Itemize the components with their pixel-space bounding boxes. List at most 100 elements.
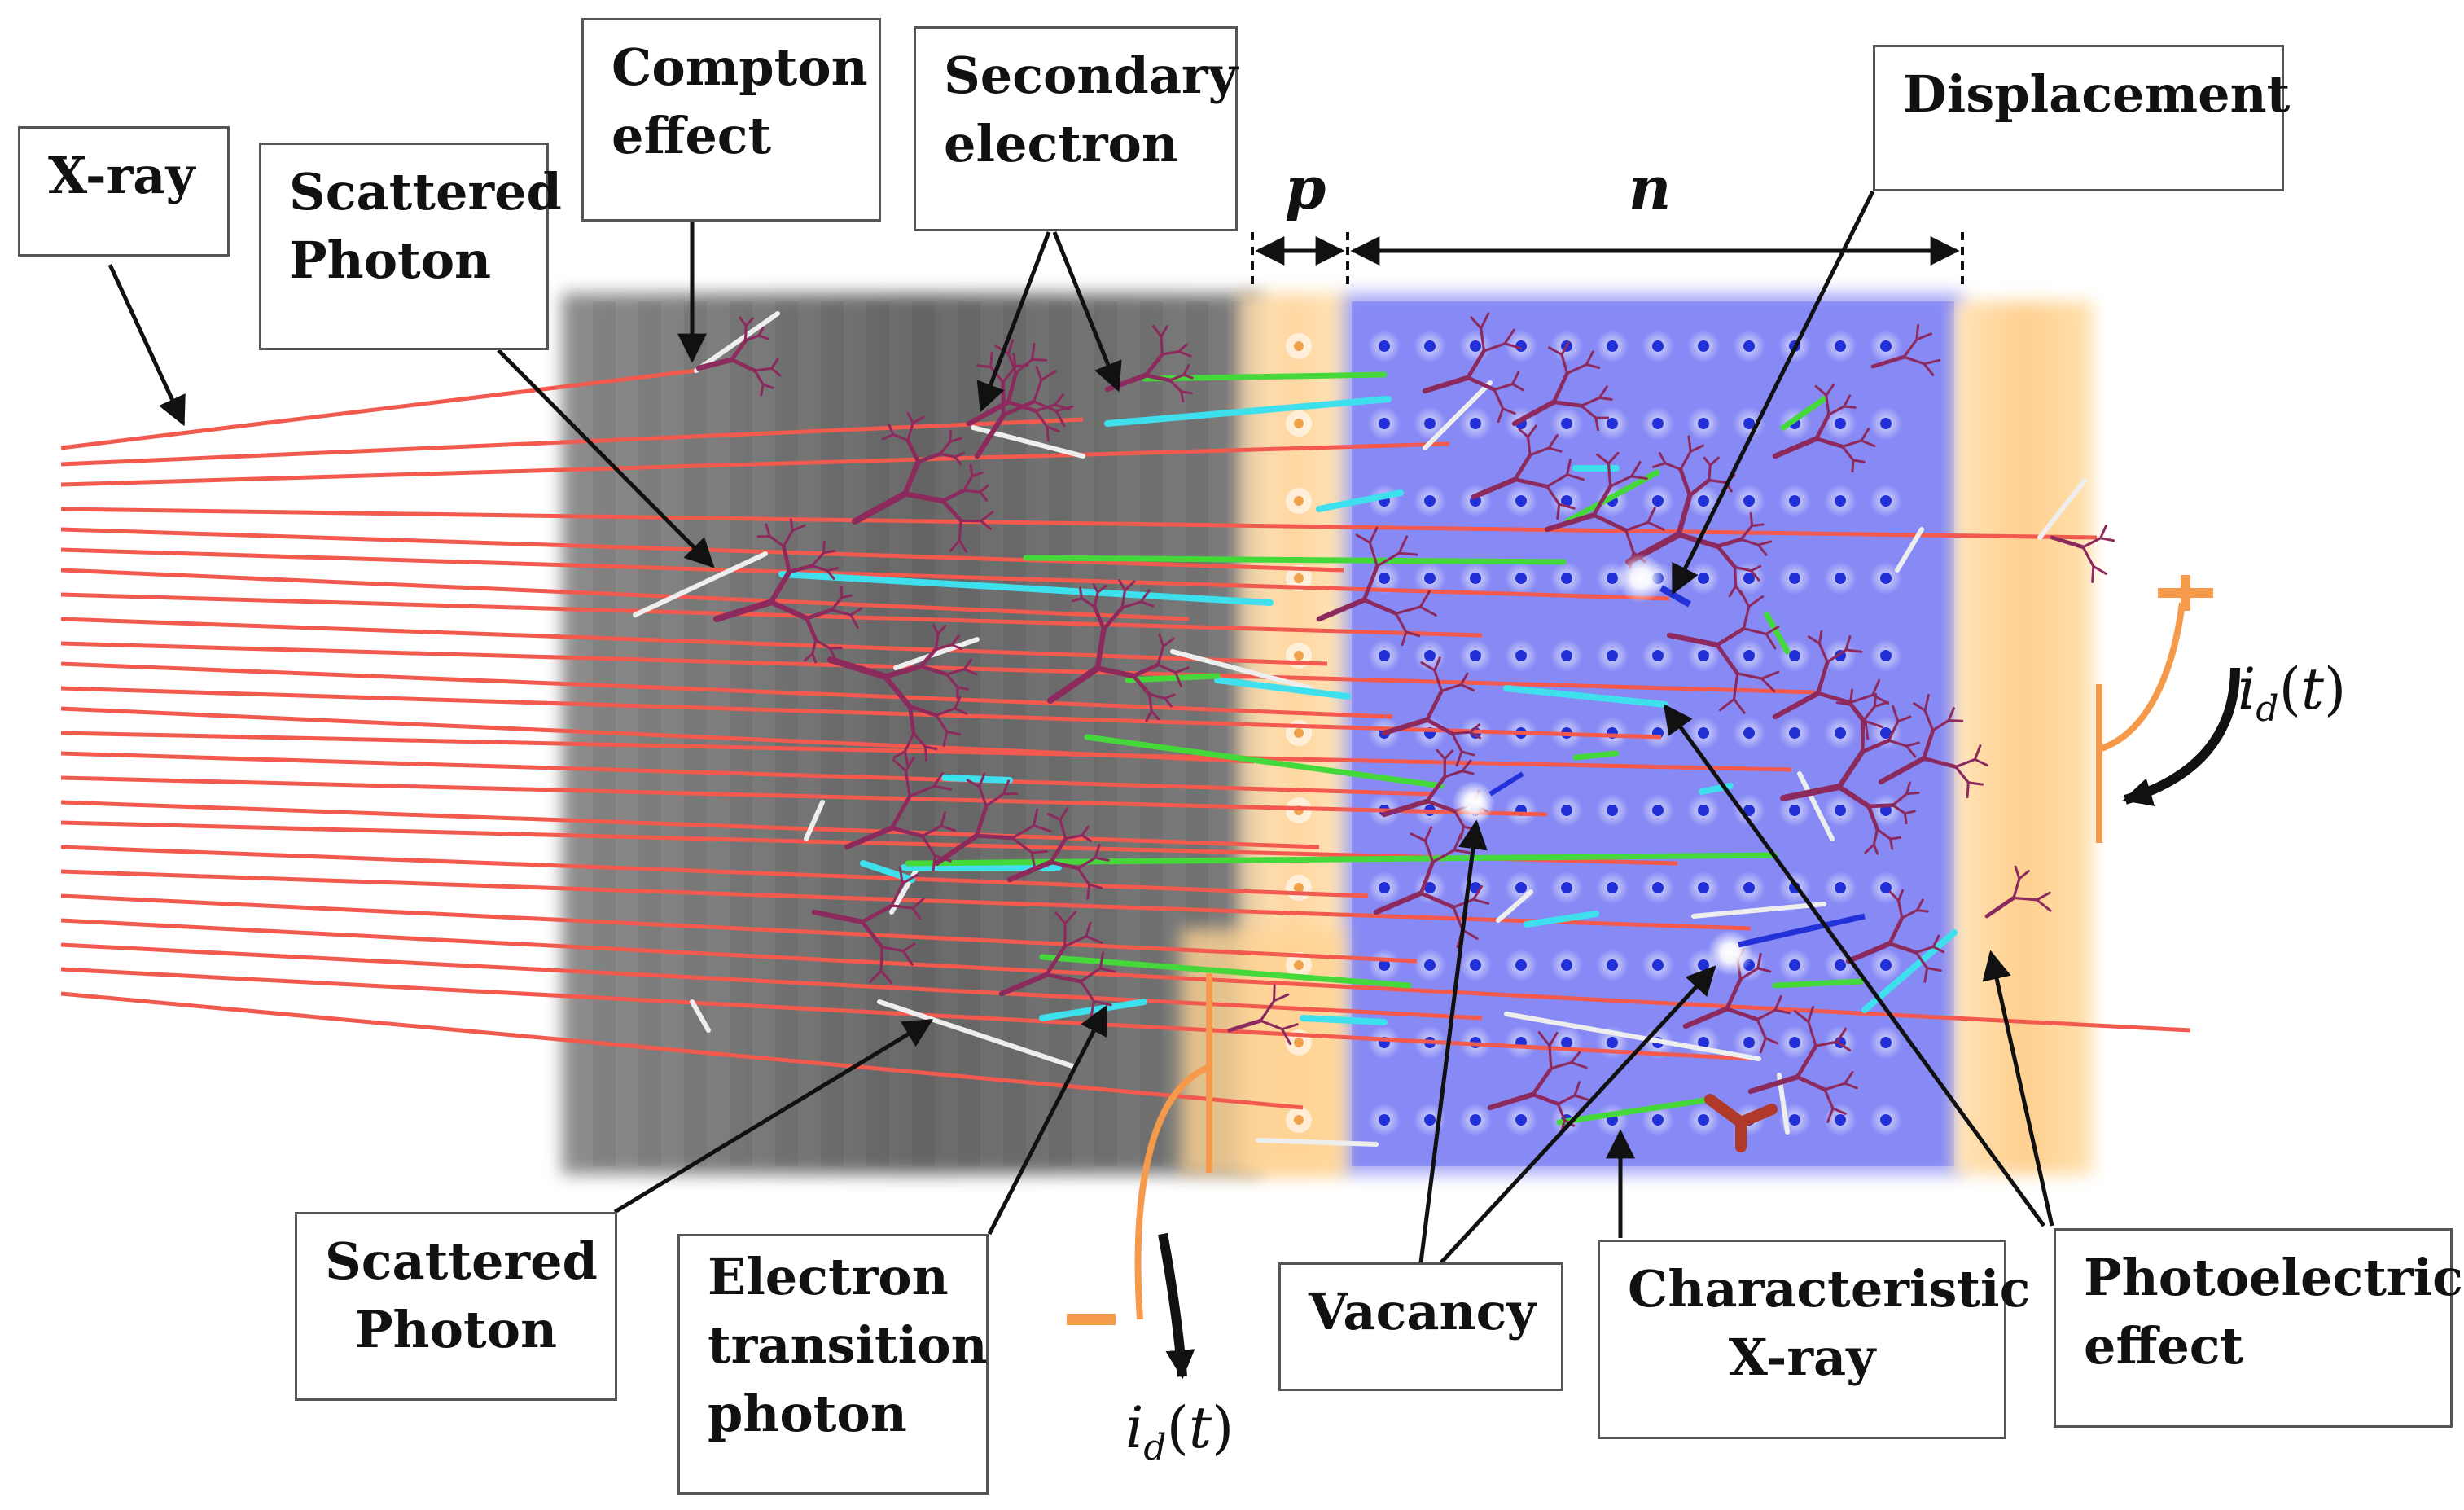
secondary-electron-branch bbox=[1897, 899, 1904, 920]
secondary-electron-branch bbox=[1120, 589, 1127, 609]
secondary-electron-branch bbox=[1425, 718, 1454, 736]
secondary-electron-branch bbox=[1182, 364, 1190, 376]
secondary-electron-branch bbox=[971, 471, 984, 478]
secondary-electron-branch bbox=[1750, 569, 1760, 582]
lattice-atom bbox=[1743, 1037, 1755, 1048]
secondary-electron-branch bbox=[1493, 382, 1515, 392]
secondary-electron-branch bbox=[1511, 371, 1520, 386]
secondary-electron-branch bbox=[1487, 1091, 1536, 1111]
secondary-electron-branch bbox=[1556, 1094, 1576, 1105]
secondary-electron-branch bbox=[1131, 662, 1160, 678]
bottom-electrode bbox=[1181, 928, 1344, 1174]
secondary-electron-branch bbox=[904, 770, 911, 798]
secondary-electron-branch bbox=[1420, 661, 1436, 672]
secondary-electron-branch bbox=[2035, 898, 2052, 912]
secondary-electron-branch bbox=[1012, 353, 1017, 368]
secondary-electron-branch bbox=[1889, 836, 1902, 841]
current-arrow-bottom bbox=[1158, 1232, 1195, 1380]
secondary-electron-branch bbox=[940, 498, 963, 523]
secondary-electron-branch bbox=[1903, 810, 1916, 815]
secondary-electron-branch bbox=[1455, 750, 1463, 767]
secondary-electron-branch bbox=[949, 539, 961, 553]
secondary-electron-branch bbox=[1011, 824, 1036, 840]
secondary-electron-branch bbox=[979, 484, 989, 494]
region-dimensions bbox=[1251, 232, 1964, 289]
secondary-electron-branch bbox=[1825, 393, 1830, 416]
secondary-electron-branch bbox=[1749, 511, 1754, 528]
secondary-electron-branch bbox=[976, 364, 993, 368]
secondary-electron-branch bbox=[1470, 316, 1483, 330]
secondary-electron-branch bbox=[1765, 632, 1777, 650]
secondary-electron-branch bbox=[1548, 1044, 1553, 1070]
secondary-electron-branch bbox=[1468, 723, 1481, 734]
secondary-electron-branch bbox=[1923, 362, 1935, 376]
secondary-electron-branch bbox=[695, 357, 734, 371]
secondary-electron-branch bbox=[2099, 537, 2115, 542]
secondary-electron-branch bbox=[1513, 453, 1532, 481]
secondary-electron-branch bbox=[1848, 700, 1867, 723]
secondary-electron-branch bbox=[1689, 444, 1705, 453]
secondary-electron-branch bbox=[945, 731, 962, 736]
secondary-electron-branch bbox=[1892, 792, 1909, 807]
lattice-atom bbox=[1880, 573, 1892, 584]
secondary-electron-branch bbox=[1143, 373, 1173, 383]
secondary-electron-branch bbox=[1259, 999, 1276, 1022]
scattered-photon-track bbox=[633, 551, 768, 617]
secondary-electron-branch bbox=[921, 824, 943, 838]
lattice-atom bbox=[1880, 495, 1892, 507]
secondary-electron-branch bbox=[1545, 485, 1561, 506]
electron-transition-track bbox=[1316, 489, 1404, 512]
secondary-electron-branch bbox=[814, 639, 831, 650]
secondary-electron-branch bbox=[1423, 826, 1433, 842]
secondary-electron-branch bbox=[903, 731, 915, 753]
secondary-electron-branch bbox=[980, 511, 994, 523]
characteristic-xray-track bbox=[1023, 555, 1567, 565]
secondary-electron-branch bbox=[1044, 944, 1068, 977]
secondary-electron-branch bbox=[2092, 564, 2107, 575]
lattice-atom bbox=[1424, 882, 1436, 893]
lattice-atom bbox=[1561, 805, 1572, 816]
characteristic-xray-track bbox=[1772, 978, 1864, 989]
lattice-atom bbox=[1880, 1037, 1892, 1048]
secondary-electron-branch bbox=[1687, 435, 1692, 453]
electron-transition-track bbox=[778, 571, 1274, 606]
right-electrode bbox=[1954, 301, 2093, 1174]
secondary-electron-branch bbox=[1703, 456, 1712, 467]
secondary-electron-branch bbox=[882, 663, 924, 679]
secondary-electron-branch bbox=[1836, 784, 1872, 810]
secondary-electron-branch bbox=[1864, 720, 1883, 728]
secondary-electron-branch bbox=[1585, 350, 1594, 367]
secondary-electron-branch bbox=[1973, 744, 1982, 761]
characteristic-xray-track bbox=[1564, 469, 1660, 525]
secondary-electron-branch bbox=[1756, 1018, 1767, 1040]
secondary-electron-branch bbox=[1682, 1006, 1730, 1029]
lattice-atom bbox=[1698, 882, 1709, 893]
characteristic-xray-track bbox=[1572, 750, 1620, 761]
scattered-photon-track bbox=[1496, 889, 1533, 923]
secondary-electron-branch bbox=[1459, 672, 1469, 687]
lattice-atom bbox=[1379, 882, 1390, 893]
lattice-atom bbox=[1561, 1037, 1572, 1048]
lattice-atom bbox=[1561, 418, 1572, 429]
secondary-electron-branch bbox=[743, 324, 748, 342]
secondary-electron-branch bbox=[849, 613, 859, 629]
secondary-electron-branch bbox=[860, 903, 894, 924]
secondary-electron-branch bbox=[950, 643, 963, 651]
secondary-electron-branch bbox=[1531, 1092, 1560, 1106]
secondary-electron-branch bbox=[1480, 312, 1490, 330]
current-label-bottom: id(t) bbox=[1125, 1394, 1234, 1468]
scattered-photon-track bbox=[1797, 771, 1835, 841]
secondary-electron-branch bbox=[1831, 1107, 1847, 1115]
secondary-electron-branch bbox=[940, 824, 957, 832]
secondary-electron-branch bbox=[811, 639, 818, 656]
secondary-electron-branch bbox=[744, 317, 754, 327]
secondary-electron-branch bbox=[1139, 589, 1151, 604]
secondary-electron-branch bbox=[1560, 341, 1570, 356]
secondary-electron-branch bbox=[1760, 677, 1776, 693]
secondary-electron-branch bbox=[1158, 633, 1165, 648]
secondary-electron-branch bbox=[1598, 396, 1613, 402]
secondary-electron-branch bbox=[902, 491, 946, 504]
p-atom bbox=[1294, 1038, 1304, 1047]
secondary-electron-branch bbox=[911, 898, 925, 910]
scattered-photon-track bbox=[1423, 380, 1493, 450]
